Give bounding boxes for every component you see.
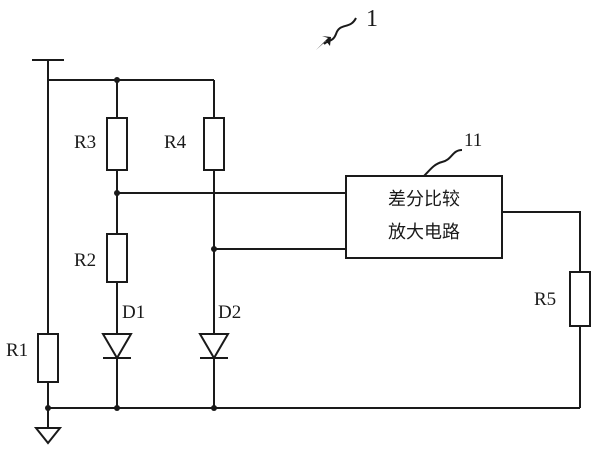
- label-r2: R2: [74, 250, 96, 271]
- diode-d1: [101, 333, 133, 360]
- figure-arrowhead: [316, 36, 331, 50]
- label-r5: R5: [534, 289, 556, 310]
- diode-d2: [198, 333, 230, 360]
- resistor-r4: [203, 117, 225, 171]
- block-ref-leader: [423, 149, 463, 177]
- label-r1: R1: [6, 340, 28, 361]
- resistor-r5: [569, 271, 591, 327]
- junction-bottom-left: [45, 405, 51, 411]
- label-d2: D2: [218, 302, 241, 323]
- diff-amp-label-line2: 放大电路: [388, 222, 460, 243]
- diff-amp-label-line1: 差分比较: [388, 189, 460, 210]
- label-d1: D1: [122, 302, 145, 323]
- resistor-r3: [106, 117, 128, 171]
- figure-number: 1: [366, 6, 378, 32]
- diff-amp-block: [345, 175, 503, 259]
- ground-symbol: [33, 427, 63, 445]
- block-ref-number: 11: [464, 130, 482, 151]
- output-wire: [502, 211, 581, 272]
- resistor-r1: [37, 333, 59, 383]
- label-r4: R4: [164, 132, 187, 153]
- label-r3: R3: [74, 132, 96, 153]
- resistor-r2: [106, 233, 128, 283]
